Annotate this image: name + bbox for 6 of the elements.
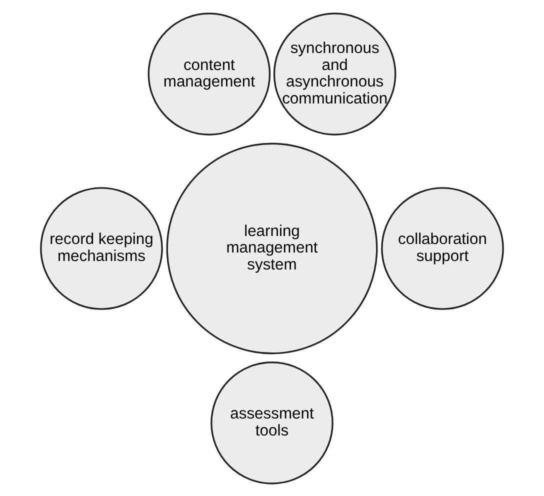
node-circle: content management: [148, 12, 271, 135]
node-circle: synchronous and asynchronous communication: [273, 12, 396, 135]
node-circle: collaboration support: [381, 186, 504, 310]
node-circle: learning management system: [166, 142, 378, 354]
node-circle: record keeping mechanisms: [40, 186, 163, 310]
node-circle: assessment tools: [210, 361, 334, 484]
